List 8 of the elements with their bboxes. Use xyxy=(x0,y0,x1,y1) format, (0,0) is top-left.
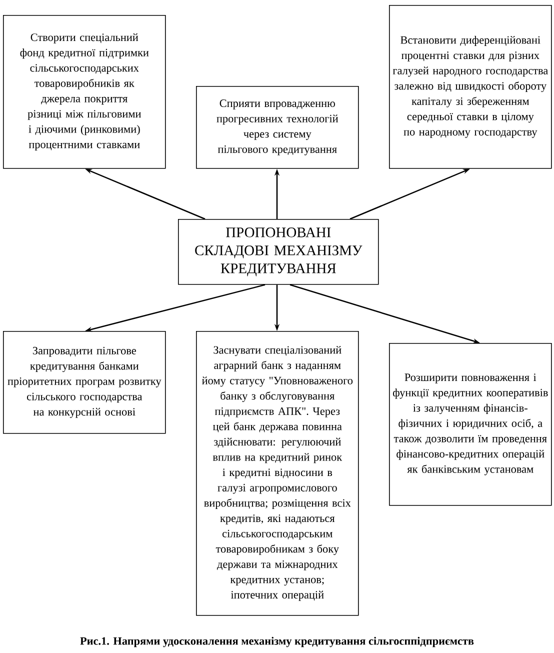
text-box: Створити спеціальний фонд кредитної підтримки сільськогосподарських товаровиробників як джерела покриття різниці між пільговими і діючими (ринковими) процентними ставками xyxy=(3,15,166,169)
caption: Рис.1. Напрями удосконалення механізму кредитування сільгосппідприємств xyxy=(80,636,474,648)
heading-box: ПРОПОНОВАНІ СКЛАДОВІ МЕХАНІЗМУ КРЕДИТУВАННЯ xyxy=(178,219,379,285)
text-box: Встановити диференційовані процентні ставки для різних галузей народного господарства залежно від швидкості обороту капіталу зі збереженням середньої ставки в цілому по народному господарству xyxy=(389,5,552,169)
text-box: Сприяти впровадженню прогресивних технологій через систему пільгового кредитування xyxy=(196,86,359,169)
text-box: Запровадити пільгове кредитування банками пріоритетних програм розвитку сільського господарства на конкурсній основі xyxy=(3,331,166,434)
text-box: Заснувати спеціалізований аграрний банк з наданням йому статусу "Уповноваженого банку з обслуговування підприємств АПК". Через цей банк держава повинна здійснювати: регулюючий вплив на кредитний ринок і кредитні відносини в галузі агропромислового виробництва; розміщення всіх кредитів, які надаються сільськогосподарським товаровиробникам з боку держави та міжнародних кредитних установ; іпотечних операцій xyxy=(196,331,359,616)
text-box: Розширити повноваження і функції кредитних кооперативів із залученням фінансів-фізичних і юридичних осіб, а також дозволити їм проведення фінансово-кредитних операцій як банківським установам xyxy=(389,343,552,506)
